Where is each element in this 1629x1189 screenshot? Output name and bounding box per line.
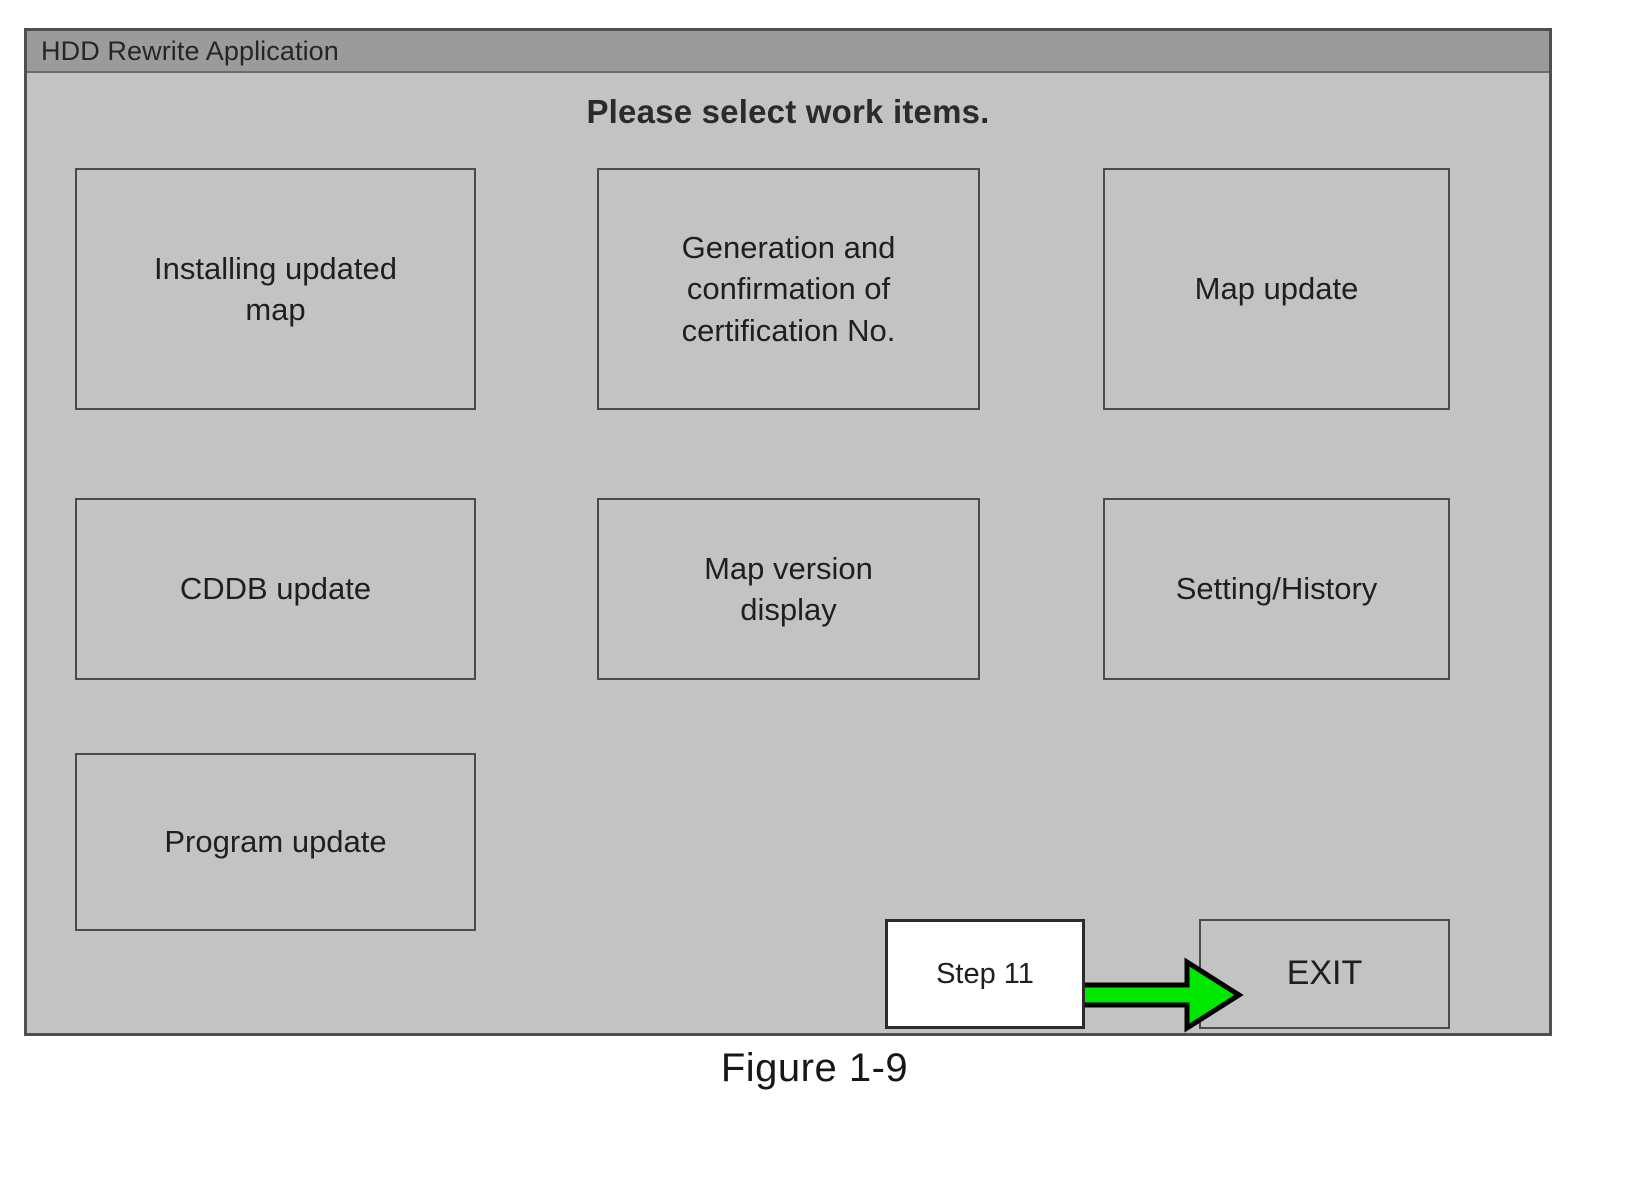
work-item-cddb-update[interactable]: CDDB update bbox=[75, 498, 476, 680]
window-title: HDD Rewrite Application bbox=[41, 35, 339, 66]
work-item-map-update[interactable]: Map update bbox=[1103, 168, 1450, 410]
work-item-label: CDDB update bbox=[179, 571, 372, 607]
work-item-label: Program update bbox=[164, 824, 387, 860]
figure-caption: Figure 1-9 bbox=[720, 1046, 909, 1090]
work-item-label: Map update bbox=[1194, 271, 1359, 307]
step-callout-label: Step 11 bbox=[936, 957, 1034, 990]
work-item-installing-updated-map[interactable]: Installing updated map bbox=[75, 168, 476, 410]
exit-button[interactable]: EXIT bbox=[1199, 919, 1450, 1029]
work-item-map-version-display[interactable]: Map version display bbox=[597, 498, 980, 680]
work-item-label: Generation and confirmation of certifica… bbox=[681, 230, 896, 348]
work-item-label: Installing updated map bbox=[153, 250, 398, 327]
green-right-arrow-icon bbox=[1074, 957, 1244, 1033]
exit-button-label: EXIT bbox=[1286, 954, 1363, 993]
work-item-setting-history[interactable]: Setting/History bbox=[1103, 498, 1450, 680]
work-item-label: Setting/History bbox=[1175, 571, 1378, 607]
work-item-program-update[interactable]: Program update bbox=[75, 753, 476, 931]
work-item-label: Map version display bbox=[704, 550, 873, 627]
title-bar: HDD Rewrite Application bbox=[27, 31, 1549, 73]
work-item-generation-certification[interactable]: Generation and confirmation of certifica… bbox=[597, 168, 980, 410]
application-window: HDD Rewrite Application Please select wo… bbox=[24, 28, 1552, 1036]
step-callout: Step 11 bbox=[885, 919, 1085, 1029]
window-body: Please select work items. Installing upd… bbox=[27, 73, 1549, 1033]
arrow-shape bbox=[1074, 957, 1244, 1033]
page-title: Please select work items. bbox=[586, 93, 990, 130]
